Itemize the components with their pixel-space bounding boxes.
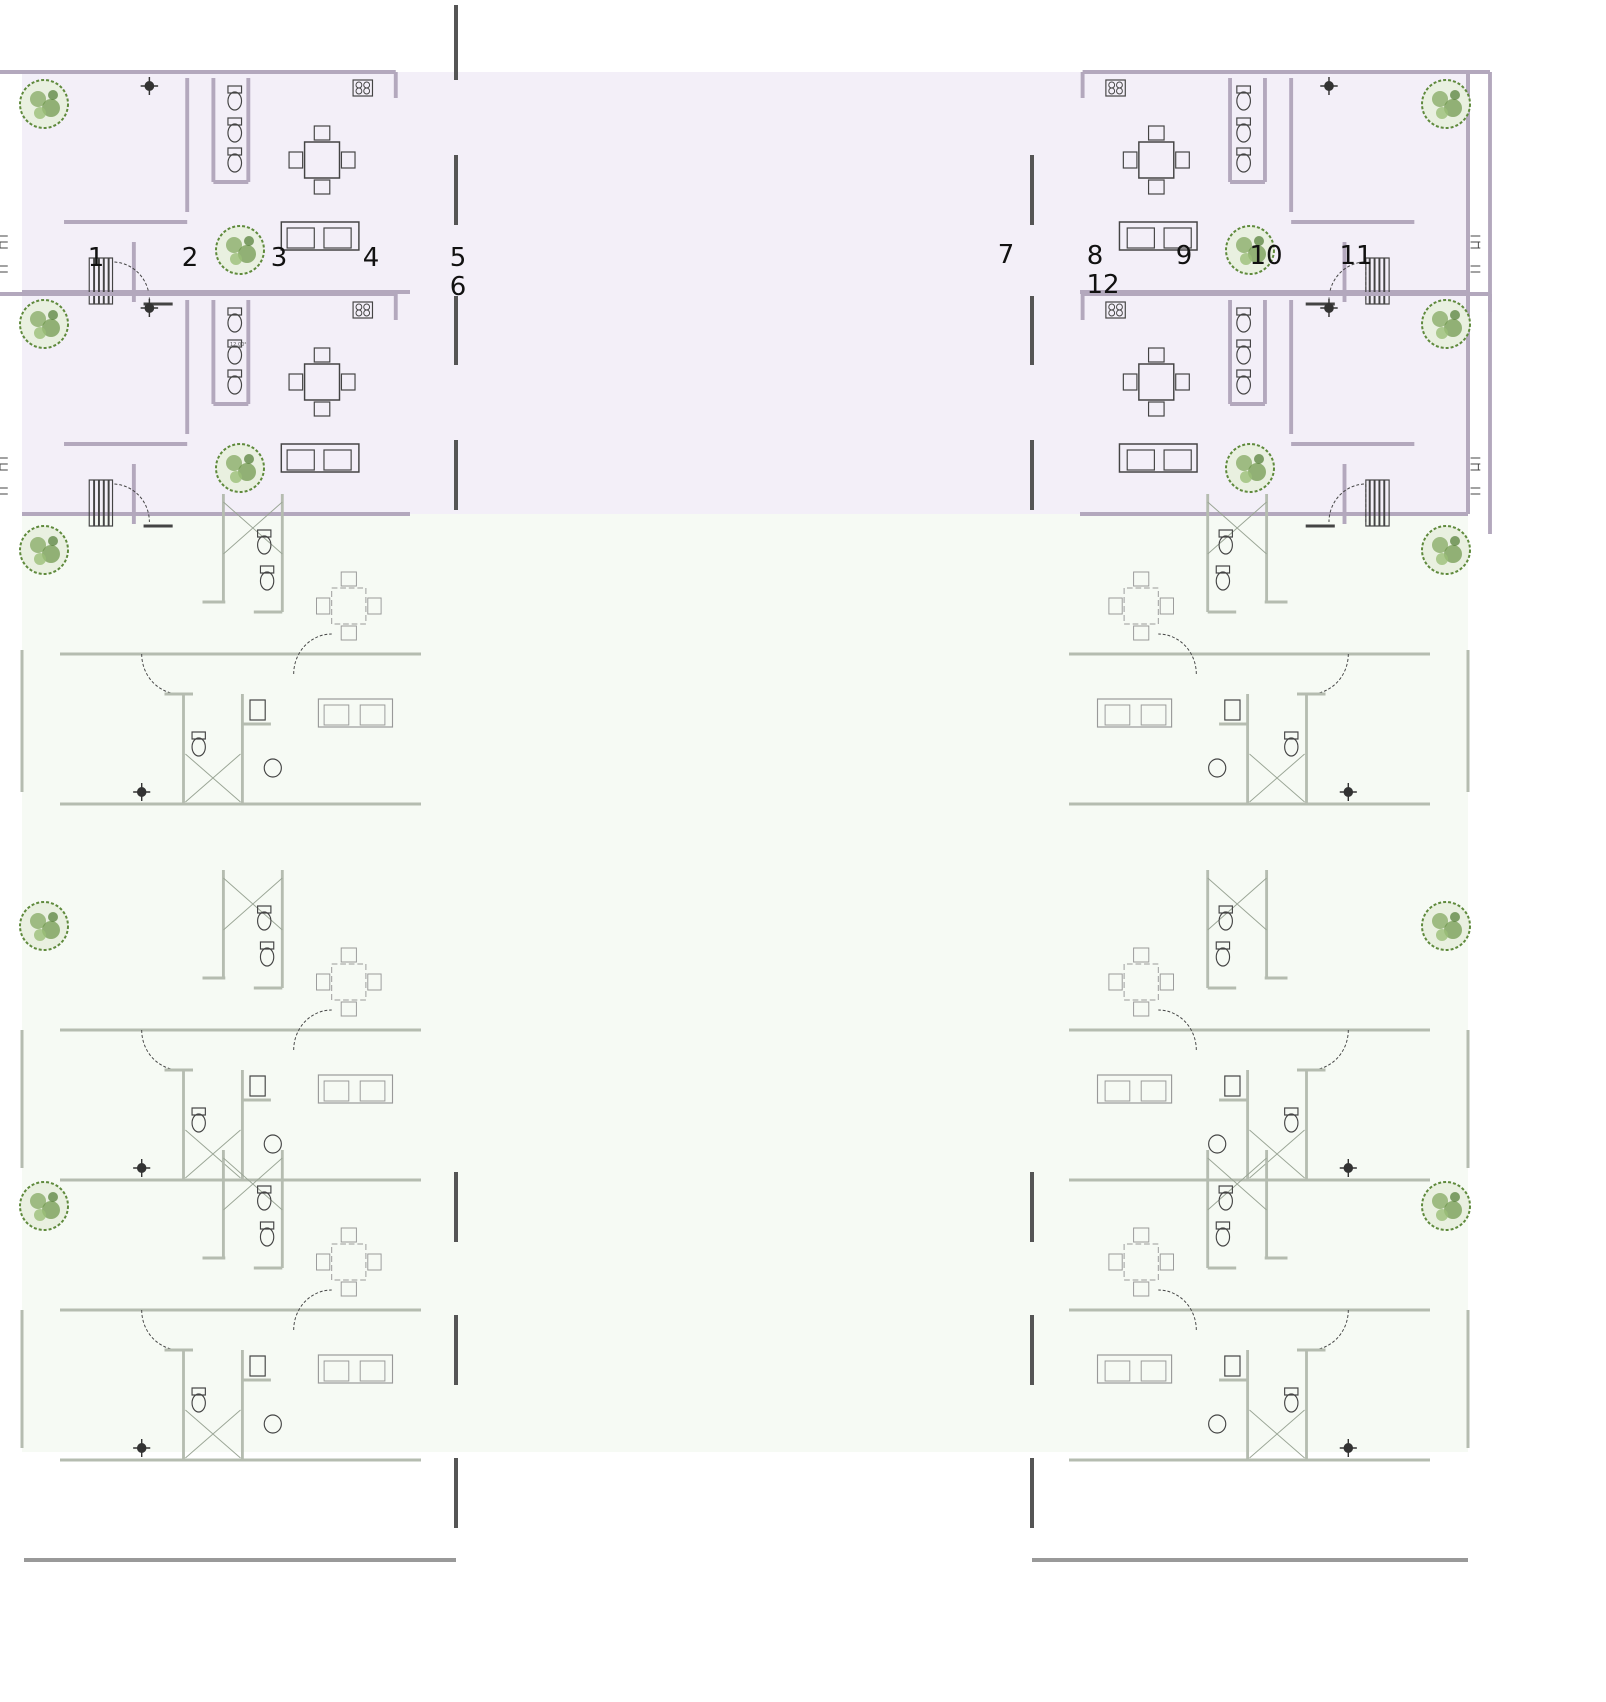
tree-icon [1225,443,1275,493]
tree-icon [19,1181,69,1231]
label-3: 3 [271,243,288,273]
tree-icon [19,299,69,349]
tree-icon [19,901,69,951]
label-4: 4 [363,243,380,273]
label-9: 9 [1176,241,1193,271]
tree-icon [1421,79,1471,129]
small-note: 12.00² [230,342,246,348]
tree-icon [1421,901,1471,951]
label-12: 12 [1086,270,1119,300]
lower-zone-background [22,514,1468,1452]
label-2: 2 [182,243,199,273]
label-8: 8 [1087,241,1104,271]
tree-icon [19,79,69,129]
tree-icon [1421,299,1471,349]
tree-icon [215,225,265,275]
tree-icon [215,443,265,493]
label-7: 7 [998,240,1015,270]
tree-icon [1421,1181,1471,1231]
label-6: 6 [450,272,467,302]
tree-icon [19,525,69,575]
label-5: 5 [450,243,467,273]
label-1: 1 [88,243,105,273]
label-11: 11 [1339,241,1372,271]
label-10: 10 [1249,241,1282,271]
tree-icon [1421,525,1471,575]
